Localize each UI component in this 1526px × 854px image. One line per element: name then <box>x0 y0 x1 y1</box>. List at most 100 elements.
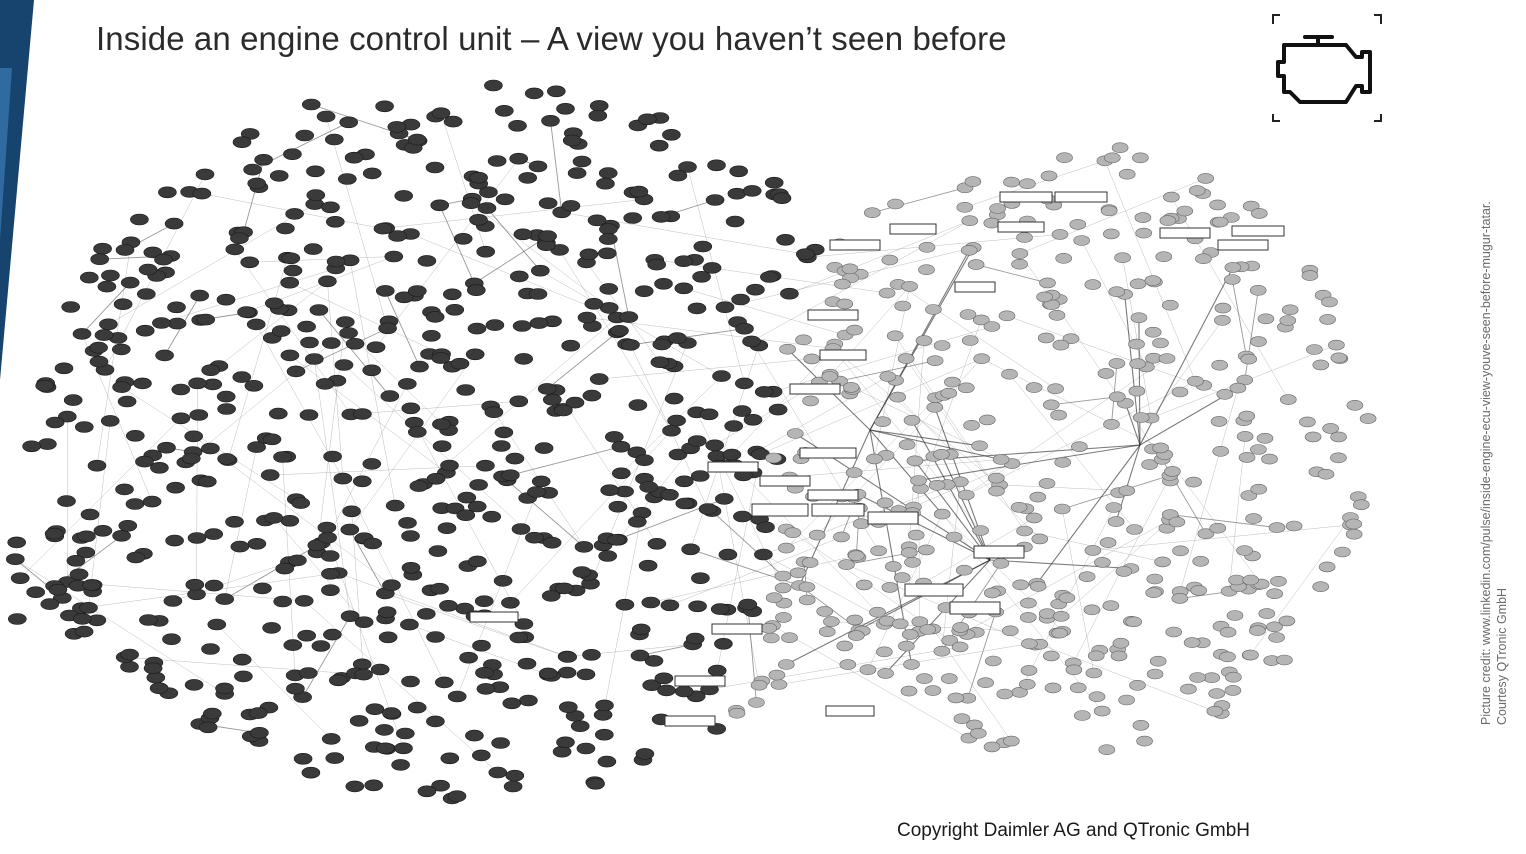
graph-node <box>335 316 355 328</box>
graph-node <box>217 453 236 465</box>
graph-node <box>768 403 788 416</box>
graph-node <box>45 416 65 429</box>
graph-node <box>466 284 486 297</box>
graph-node <box>397 378 417 390</box>
graph-edge <box>839 360 936 382</box>
graph-node <box>933 448 950 460</box>
graph-node <box>89 341 108 354</box>
graph-node <box>878 287 896 299</box>
graph-node <box>925 304 942 315</box>
ecu-network-graph <box>6 79 1377 805</box>
graph-node <box>273 595 293 608</box>
graph-node <box>735 322 754 335</box>
graph-node <box>276 222 295 235</box>
graph-node <box>225 243 245 256</box>
graph-node <box>557 666 577 679</box>
graph-node <box>73 613 92 625</box>
graph-node <box>288 554 307 567</box>
graph-node <box>120 276 140 289</box>
graph-edge <box>1138 317 1141 446</box>
copyright-text: Copyright Daimler AG and QTronic GmbH <box>897 820 1251 841</box>
graph-node <box>529 317 549 329</box>
graph-node <box>1195 253 1212 265</box>
graph-node <box>841 263 859 275</box>
graph-node <box>384 250 404 263</box>
graph-node <box>1141 459 1158 470</box>
graph-node <box>508 120 527 132</box>
graph-node <box>750 679 768 691</box>
graph-node <box>509 395 529 408</box>
graph-label-box <box>811 503 865 517</box>
graph-node <box>514 618 534 630</box>
graph-node <box>1010 501 1028 513</box>
graph-node <box>945 531 963 543</box>
graph-node <box>898 439 916 451</box>
graph-node <box>456 384 476 396</box>
graph-node <box>712 370 731 382</box>
graph-node <box>443 115 463 128</box>
graph-node <box>184 679 204 691</box>
graph-node <box>196 313 215 326</box>
graph-node <box>647 537 667 550</box>
graph-node <box>846 614 864 626</box>
graph-node <box>1301 270 1319 281</box>
graph-node <box>1281 304 1299 316</box>
graph-edge <box>760 358 982 455</box>
graph-node <box>1214 302 1232 314</box>
graph-node <box>1040 170 1058 182</box>
graph-edge <box>975 264 1048 284</box>
graph-node <box>1039 277 1056 289</box>
graph-node <box>362 458 382 470</box>
graph-node <box>456 509 476 522</box>
graph-node <box>889 391 907 403</box>
graph-label-box <box>904 583 964 597</box>
graph-node <box>1087 650 1105 662</box>
graph-node <box>57 495 76 507</box>
graph-node <box>838 559 855 570</box>
graph-node <box>1197 173 1214 184</box>
graph-node <box>901 629 919 640</box>
graph-edge <box>772 625 970 739</box>
graph-edge <box>751 220 970 342</box>
graph-node <box>440 752 460 765</box>
graph-node <box>198 475 217 488</box>
graph-node <box>1129 278 1147 290</box>
graph-node <box>714 493 734 505</box>
graph-node <box>641 596 661 609</box>
graph-node <box>485 319 505 331</box>
graph-node <box>1084 279 1102 290</box>
graph-node <box>579 248 599 261</box>
graph-node <box>638 559 658 572</box>
graph-node <box>304 353 324 365</box>
graph-node <box>1240 353 1257 365</box>
graph-node <box>321 201 340 214</box>
graph-node <box>482 510 502 523</box>
graph-node <box>513 228 533 241</box>
graph-node <box>1134 212 1152 223</box>
graph-node <box>933 508 951 520</box>
graph-node <box>74 625 94 638</box>
graph-node <box>286 365 306 378</box>
graph-node <box>893 572 911 583</box>
graph-node <box>431 352 451 364</box>
graph-node <box>494 426 514 439</box>
graph-node <box>630 649 650 662</box>
graph-edge <box>911 420 991 561</box>
graph-node <box>1152 337 1169 349</box>
graph-node <box>126 551 146 564</box>
graph-node <box>401 530 420 542</box>
graph-node <box>941 635 959 646</box>
graph-node <box>509 152 529 165</box>
graph-node <box>836 298 854 310</box>
graph-node <box>428 545 448 557</box>
graph-node <box>983 741 1001 753</box>
graph-node <box>1165 626 1182 638</box>
graph-edge <box>474 235 548 284</box>
graph-node <box>926 401 944 413</box>
graph-node <box>660 599 680 612</box>
graph-node <box>1317 468 1335 480</box>
graph-node <box>1125 616 1142 628</box>
graph-node <box>1111 142 1129 153</box>
graph-node <box>66 554 86 567</box>
graph-node <box>607 534 626 546</box>
